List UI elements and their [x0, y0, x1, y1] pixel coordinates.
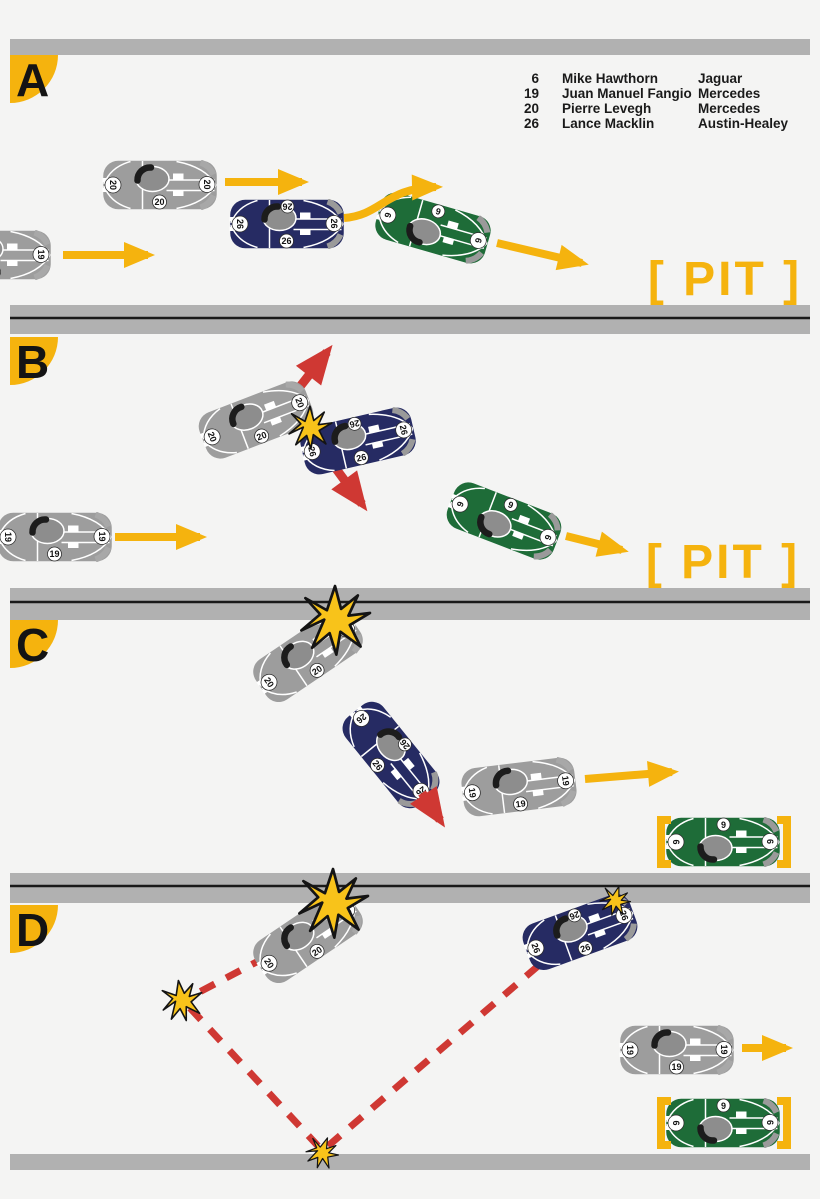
arrow-6-swerve-a — [343, 174, 443, 222]
car-19-panel-c — [459, 756, 578, 818]
section-letter-d: D — [16, 904, 49, 956]
section-badge-a: A — [10, 54, 58, 106]
arrow-26-spin-c — [410, 786, 445, 828]
legend-driver: Juan Manuel Fangio — [562, 86, 692, 101]
legend-make: Mercedes — [698, 101, 760, 116]
pit-bracket-left-d — [657, 1097, 671, 1149]
barrier-bottom — [10, 1154, 810, 1170]
car-19-panel-a — [0, 231, 51, 280]
legend-number: 19 — [524, 86, 539, 101]
legend-row: 19 Juan Manuel Fangio Mercedes — [524, 86, 760, 101]
pit-bracket-left-c — [657, 816, 671, 868]
pit-bracket-right-d — [777, 1097, 791, 1149]
pit-label-b: [ PIT ] — [646, 536, 800, 589]
car-6-panel-b — [442, 478, 566, 564]
barrier-c-d — [10, 873, 810, 903]
arrow-6-to-pit-b — [565, 531, 629, 557]
legend-driver: Pierre Levegh — [562, 101, 651, 116]
legend-row: 26 Lance Macklin Austin-Healey — [524, 116, 789, 131]
debris-path-d-3 — [325, 957, 548, 1149]
car-20-panel-a — [103, 161, 217, 210]
arrow-6-to-pit-a — [496, 239, 589, 271]
legend-make: Mercedes — [698, 86, 760, 101]
barrier-b-c — [10, 588, 810, 620]
legend-driver: Mike Hawthorn — [562, 71, 658, 86]
section-badge-d: D — [10, 904, 58, 956]
car-26-panel-b — [297, 405, 419, 478]
debris-path-d-2 — [187, 1005, 321, 1149]
car-19-panel-b — [0, 513, 112, 562]
arrow-26-deflect-b — [330, 463, 368, 512]
car-19-panel-d — [620, 1026, 734, 1075]
car-26-panel-a — [230, 200, 344, 249]
legend-make: Jaguar — [698, 71, 743, 86]
legend-driver: Lance Macklin — [562, 116, 654, 131]
section-letter-a: A — [16, 54, 49, 106]
pit-label-a: [ PIT ] — [648, 253, 802, 306]
section-letter-b: B — [16, 336, 49, 388]
legend-make: Austin-Healey — [698, 116, 789, 131]
legend-row: 6 Mike Hawthorn Jaguar — [531, 71, 743, 86]
section-badge-c: C — [10, 619, 58, 671]
car-6-panel-d — [666, 1099, 780, 1148]
legend-row: 20 Pierre Levegh Mercedes — [524, 101, 760, 116]
legend-number: 6 — [531, 71, 539, 86]
section-badge-b: B — [10, 336, 58, 388]
arrow-19-forward-c — [584, 760, 679, 787]
legend: 6 Mike Hawthorn Jaguar 19 Juan Manuel Fa… — [524, 71, 789, 131]
legend-number: 20 — [524, 101, 539, 116]
pit-bracket-right-c — [777, 816, 791, 868]
section-letter-c: C — [16, 619, 49, 671]
legend-number: 26 — [524, 116, 540, 131]
car-6-panel-c — [666, 818, 780, 867]
debris-path-d-1 — [188, 953, 268, 1001]
barrier-top — [10, 39, 810, 55]
barrier-a-b — [10, 305, 810, 334]
